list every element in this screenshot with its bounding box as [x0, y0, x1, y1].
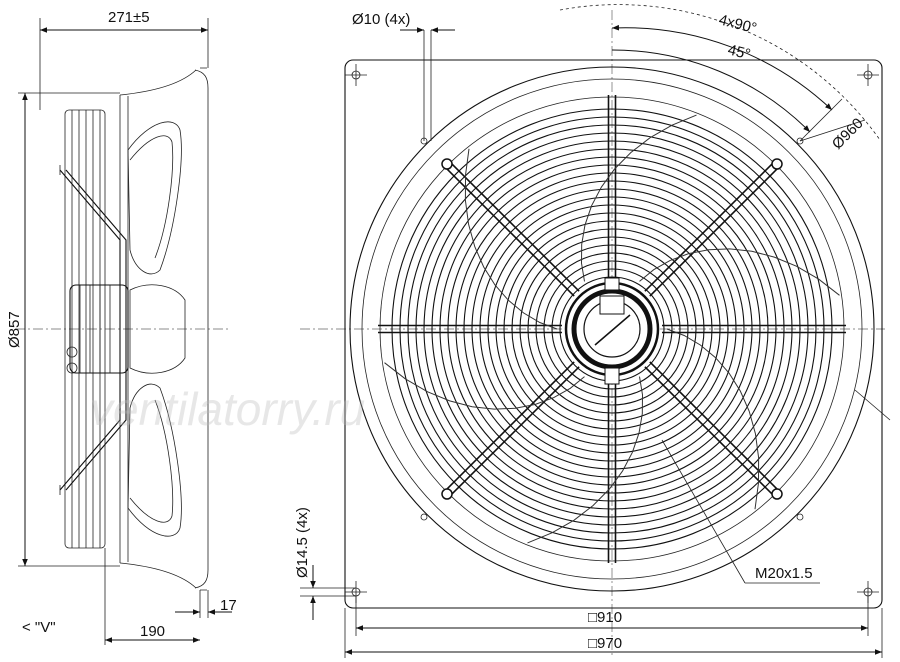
grill-ring: [503, 220, 721, 438]
offset-label: 190: [140, 623, 165, 640]
grill-ring: [439, 156, 785, 502]
guard-spoke: [443, 361, 575, 493]
grill-ring: [471, 188, 753, 470]
front-view: Ø10 (4x) 4x90° 45° Ø960 Ø14.5 (4x) M20x1…: [294, 4, 891, 658]
side-motor: [66, 284, 129, 374]
grill-ring: [511, 228, 713, 430]
grill-ring: [543, 260, 681, 398]
corner-hole-label: Ø14.5 (4x): [294, 507, 311, 578]
guard-spoke: [649, 165, 781, 297]
circle-label: Ø960: [829, 115, 867, 153]
grill-ring: [519, 236, 705, 422]
guard-spoke: [644, 366, 776, 498]
side-blades: [127, 121, 186, 537]
fan-blade-edge: [666, 328, 760, 510]
fan-blades: [384, 114, 840, 544]
fan-blade-edge: [639, 248, 840, 296]
grill-ring: [447, 164, 777, 494]
grill-ring: [487, 204, 737, 454]
inner-square-label: □910: [588, 609, 622, 626]
grill-ring: [399, 116, 825, 542]
grill-ring: [551, 268, 673, 390]
angle-label: 4x90°: [717, 11, 758, 37]
motor-hub: [564, 277, 660, 385]
watermark: ventilatorry.ru: [90, 383, 365, 435]
grill-ring: [535, 252, 689, 406]
diameter-label: Ø857: [6, 311, 23, 348]
grill-ring: [527, 244, 697, 414]
angle2-label: 45°: [726, 41, 752, 63]
grill-ring: [423, 140, 801, 518]
flange-label: 17: [220, 597, 237, 614]
thread-label: M20x1.5: [755, 565, 813, 582]
guard-spoke: [448, 160, 580, 292]
fan-blade-edge: [384, 362, 585, 410]
depth-label: 271±5: [108, 9, 150, 26]
fan-blade-edge: [527, 376, 644, 544]
grill-ring: [431, 148, 793, 510]
grill-ring: [495, 212, 729, 446]
outer-square-label: □970: [588, 635, 622, 652]
hole-label: Ø10 (4x): [352, 11, 410, 28]
grill-ring: [415, 132, 809, 526]
side-view: 271±5 Ø857 17 190 < "V": [6, 9, 237, 645]
fan-blade-edge: [464, 148, 558, 330]
spoke-bolts: [441, 158, 783, 500]
grill-ring: [407, 124, 817, 534]
guard-spoke: [644, 160, 776, 292]
guard-spoke: [448, 366, 580, 498]
grill-ring: [479, 196, 745, 462]
view-marker: < "V": [22, 619, 56, 636]
grill-ring: [463, 180, 761, 478]
guard-spokes: [378, 95, 846, 563]
fan-blade-edge: [580, 114, 697, 282]
